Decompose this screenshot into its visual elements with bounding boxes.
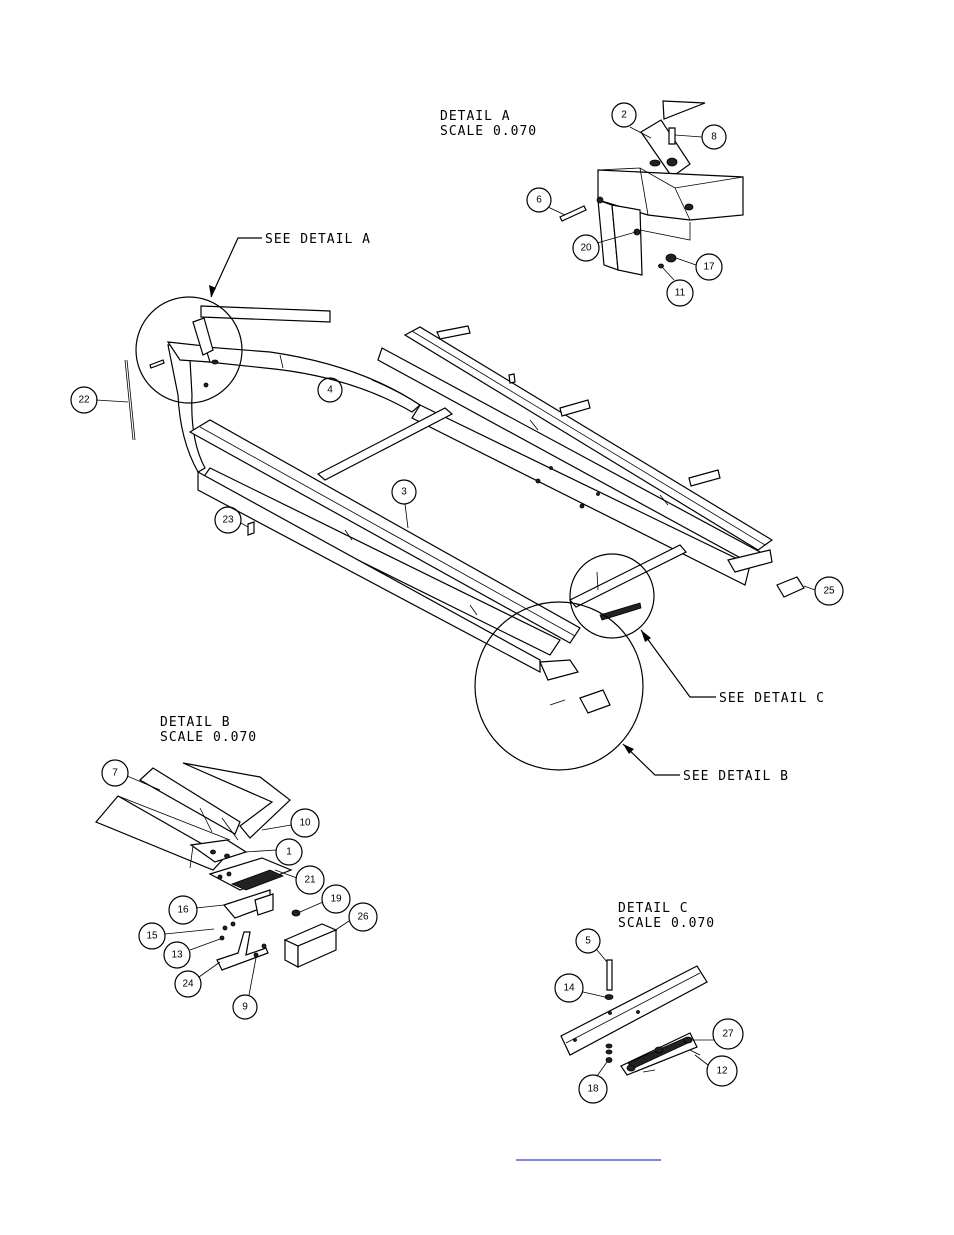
balloon-7-number: 7: [112, 768, 118, 779]
balloon-18-number: 18: [587, 1084, 599, 1095]
balloon-19: [321, 884, 351, 914]
see-detail-b-callout: SEE DETAIL B: [622, 743, 789, 784]
see-detail-c-label: SEE DETAIL C: [719, 691, 825, 706]
detail-b-scale: SCALE 0.070: [160, 730, 257, 745]
balloon-3-number: 3: [401, 487, 407, 498]
balloon-18: [578, 1074, 608, 1104]
balloon-22: [70, 386, 98, 414]
balloon-23: [214, 506, 242, 534]
balloon-15-number: 15: [146, 931, 158, 942]
balloon-26-number: 26: [357, 912, 369, 923]
detail-c-scale: SCALE 0.070: [618, 916, 715, 931]
balloon-20-number: 20: [580, 243, 592, 254]
see-detail-a-callout: SEE DETAIL A: [209, 232, 371, 298]
balloon-10-number: 10: [299, 818, 311, 829]
balloon-7: [101, 759, 129, 787]
detail-a-scale: SCALE 0.070: [440, 124, 537, 139]
detail-b: DETAIL B SCALE 0.070: [95, 715, 338, 971]
balloon-13-number: 13: [171, 950, 183, 961]
detail-b-title: DETAIL B: [160, 715, 231, 730]
balloon-21-number: 21: [304, 875, 316, 886]
detail-c: DETAIL C SCALE 0.070: [560, 901, 715, 1076]
balloon-11: [666, 279, 694, 307]
balloon-2-number: 2: [621, 110, 627, 121]
balloon-20: [572, 234, 600, 262]
detail-b-assembly-art: [95, 762, 338, 971]
balloon-5: [575, 928, 601, 954]
detail-c-circle: [569, 553, 655, 639]
item-balloons: 2 8 6 20 17 11 4 22 3 23: [70, 102, 844, 1104]
see-detail-c-callout: SEE DETAIL C: [640, 629, 825, 706]
balloon-8-number: 8: [711, 132, 717, 143]
detail-a-title: DETAIL A: [440, 109, 511, 124]
balloon-1: [275, 838, 303, 866]
balloon-27: [712, 1018, 744, 1050]
balloon-10: [290, 808, 320, 838]
balloon-26: [348, 902, 378, 932]
balloon-6: [526, 187, 552, 213]
balloon-17: [695, 253, 723, 281]
balloon-14-number: 14: [563, 983, 575, 994]
balloon-17-number: 17: [703, 262, 715, 273]
balloon-11-number: 11: [675, 288, 686, 299]
detail-a-circle: [135, 296, 243, 404]
balloon-2: [611, 102, 637, 128]
balloon-6-number: 6: [536, 195, 542, 206]
see-detail-a-label: SEE DETAIL A: [265, 232, 371, 247]
balloon-9: [232, 994, 258, 1020]
balloon-12-number: 12: [716, 1066, 728, 1077]
balloon-16-number: 16: [177, 905, 189, 916]
balloon-14: [554, 973, 584, 1003]
balloon-4-number: 4: [327, 385, 333, 396]
detail-b-circle: [474, 601, 644, 771]
balloon-22-number: 22: [78, 395, 90, 406]
balloon-21: [295, 865, 325, 895]
balloon-23-number: 23: [222, 515, 234, 526]
balloon-16: [168, 895, 198, 925]
balloon-24: [174, 970, 202, 998]
balloon-27-number: 27: [722, 1029, 734, 1040]
see-detail-b-label: SEE DETAIL B: [683, 769, 789, 784]
detail-a: DETAIL A SCALE 0.070: [440, 100, 744, 276]
balloon-15: [138, 922, 166, 950]
balloon-25-number: 25: [823, 586, 835, 597]
balloon-3: [391, 479, 417, 505]
balloon-24-number: 24: [182, 979, 194, 990]
balloon-9-number: 9: [242, 1002, 248, 1013]
main-trailer-frame: [124, 305, 805, 714]
balloon-12: [706, 1055, 738, 1087]
detail-c-assembly-art: [560, 959, 708, 1076]
balloon-4: [317, 377, 343, 403]
balloon-13: [163, 941, 191, 969]
balloon-1-number: 1: [286, 847, 292, 858]
balloon-19-number: 19: [330, 894, 342, 905]
balloon-5-number: 5: [585, 936, 591, 947]
detail-a-bracket-art: [559, 100, 744, 276]
balloon-25: [814, 576, 844, 606]
detail-c-title: DETAIL C: [618, 901, 689, 916]
balloon-8: [701, 124, 727, 150]
